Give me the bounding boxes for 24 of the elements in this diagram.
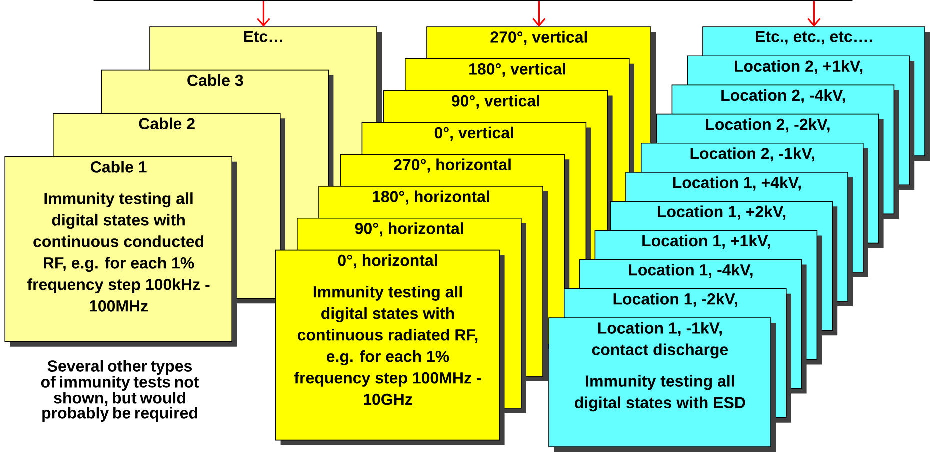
node-text: 90°, vertical — [452, 95, 540, 110]
node-text: 270°, horizontal — [394, 158, 511, 173]
node-text: Location 2, -2kV, — [706, 118, 830, 133]
node-text: Location 1, -4kV, — [629, 264, 753, 278]
node-text: Location 1, +1kV, — [642, 234, 770, 249]
node-text: Location 1, +2kV, — [658, 206, 786, 220]
node-text: Location 2, -4kV, — [722, 89, 846, 104]
node-text: Etc., etc., etc…. — [756, 31, 872, 45]
node-text: Etc… — [244, 31, 282, 42]
arrow — [532, 2, 546, 27]
node-text: Location 1, +4kV, — [673, 176, 801, 191]
note-text: Several other types of immunity tests not shown, but would probably be required — [41, 360, 200, 422]
card: Cable 1 Immunity testing all digital states with continuous conducted RF, e.g. for each 1% frequency step 100kHz - 100MHz — [4, 156, 238, 347]
node-text: Location 2, +1kV, — [735, 60, 863, 74]
node-text: 270°, vertical — [490, 31, 588, 46]
node-text: 180°, vertical — [470, 63, 566, 78]
card: 0°, horizontal Immunity testing all digital states with continuous radiated RF, e.g. for each 1% frequency step 100MHz - 10GHz — [275, 250, 505, 446]
arrow — [257, 2, 270, 27]
node-text: 90°, horizontal — [355, 222, 464, 237]
card: Location 1, -1kV, contact discharge Immunity testing all digital states with ESD — [548, 318, 776, 452]
node-text: Location 2, -1kV, — [690, 148, 814, 162]
node-text: 0°, vertical — [434, 126, 514, 141]
node-text: Cable 3 — [188, 74, 244, 86]
arrow — [808, 2, 821, 27]
